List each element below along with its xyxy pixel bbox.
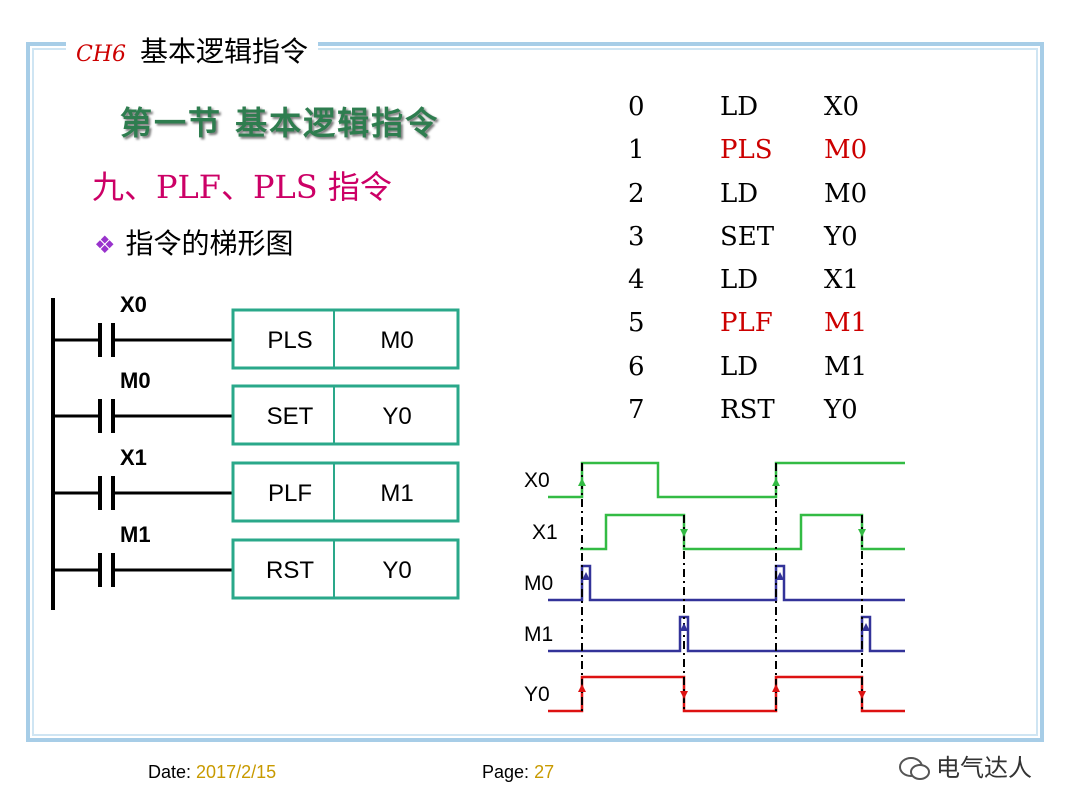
date-value: 2017/2/15 [196,762,277,782]
rising-edge-arrow-icon [862,623,870,631]
instruction-label: PLS [267,327,312,354]
instruction-op: LD [720,351,759,382]
page-label: Page: [482,762,530,782]
instruction-op: LD [720,92,759,122]
rising-edge-arrow-icon [776,572,784,580]
instruction-operand: X0 [824,92,860,122]
signal-waveform [548,564,905,602]
rising-edge-arrow-icon [772,684,780,692]
wechat-icon [899,757,930,780]
instruction-operand: Y0 [824,221,858,252]
instruction-operand: Y0 [824,395,858,426]
signal-label: M0 [524,572,553,595]
step-number: 6 [628,351,645,382]
diamond-bullet-icon: ❖ [94,231,116,259]
signal-label: Y0 [524,683,550,706]
contact-label: M0 [120,368,151,393]
step-number: 1 [628,135,645,166]
instruction-operand: M1 [824,308,868,339]
chapter-title: 基本逻辑指令 [140,35,309,68]
signal-label: M1 [524,623,553,646]
contact-label: M1 [120,522,151,547]
signal-waveform [548,675,905,713]
timing-signal: X1 [532,513,905,551]
operand-label: M1 [380,480,413,507]
chapter-header: CH6 基本逻辑指令 [66,32,319,72]
signal-waveform [548,461,905,499]
instruction-box [231,384,460,446]
sub-title: 九、PLF、PLS 指令 [92,168,392,206]
step-number: 5 [628,308,645,339]
instruction-op: PLS [720,135,773,166]
contact-label: X0 [120,292,147,317]
rising-edge-arrow-icon [772,478,780,486]
instruction-box [231,308,460,370]
step-number: 2 [628,178,645,209]
operand-label: Y0 [382,557,411,584]
operand-label: M0 [380,327,413,354]
bullet-text: 指令的梯形图 [125,227,294,260]
signal-waveform [580,513,905,551]
step-number: 3 [628,221,645,252]
instruction-box [231,538,460,600]
step-number: 7 [628,395,645,426]
instruction-op: LD [720,265,759,296]
instruction-op: RST [720,395,775,426]
brand-watermark: 电气达人 [898,748,1032,783]
instruction-operand: M1 [824,351,868,382]
signal-label: X1 [532,521,558,544]
instruction-op: SET [720,221,775,252]
date-label: Date: [148,762,192,782]
instruction-operand: X1 [824,265,860,296]
footer-date: Date: 2017/2/15 [148,762,276,783]
section-title: 第一节 基本逻辑指令 [120,104,440,142]
rising-edge-arrow-icon [582,572,590,580]
bullet-item: ❖ 指令的梯形图 [94,222,294,262]
rising-edge-arrow-icon [578,478,586,486]
signal-label: X0 [524,469,550,492]
chapter-number: CH6 [76,42,127,67]
instruction-label: SET [267,403,314,430]
footer-page: Page: 27 [482,762,554,783]
instruction-operand: M0 [824,135,868,166]
brand-name: 电气达人 [936,754,1032,782]
slide-frame-inner [32,48,1038,736]
contact-label: X1 [120,445,147,470]
falling-edge-arrow-icon [680,529,688,537]
falling-edge-arrow-icon [858,691,866,699]
instruction-op: LD [720,178,759,209]
operand-label: Y0 [382,403,411,430]
signal-waveform [548,615,905,653]
instruction-op: PLF [720,308,773,339]
rising-edge-arrow-icon [578,684,586,692]
instruction-label: PLF [268,480,312,507]
page-value: 27 [534,762,555,782]
falling-edge-arrow-icon [680,691,688,699]
step-number: 4 [628,265,645,296]
step-number: 0 [628,92,645,122]
falling-edge-arrow-icon [858,529,866,537]
slide-frame [26,42,1044,742]
instruction-operand: M0 [824,178,868,209]
instruction-label: RST [266,557,314,584]
rising-edge-arrow-icon [680,623,688,631]
instruction-box [231,461,460,523]
